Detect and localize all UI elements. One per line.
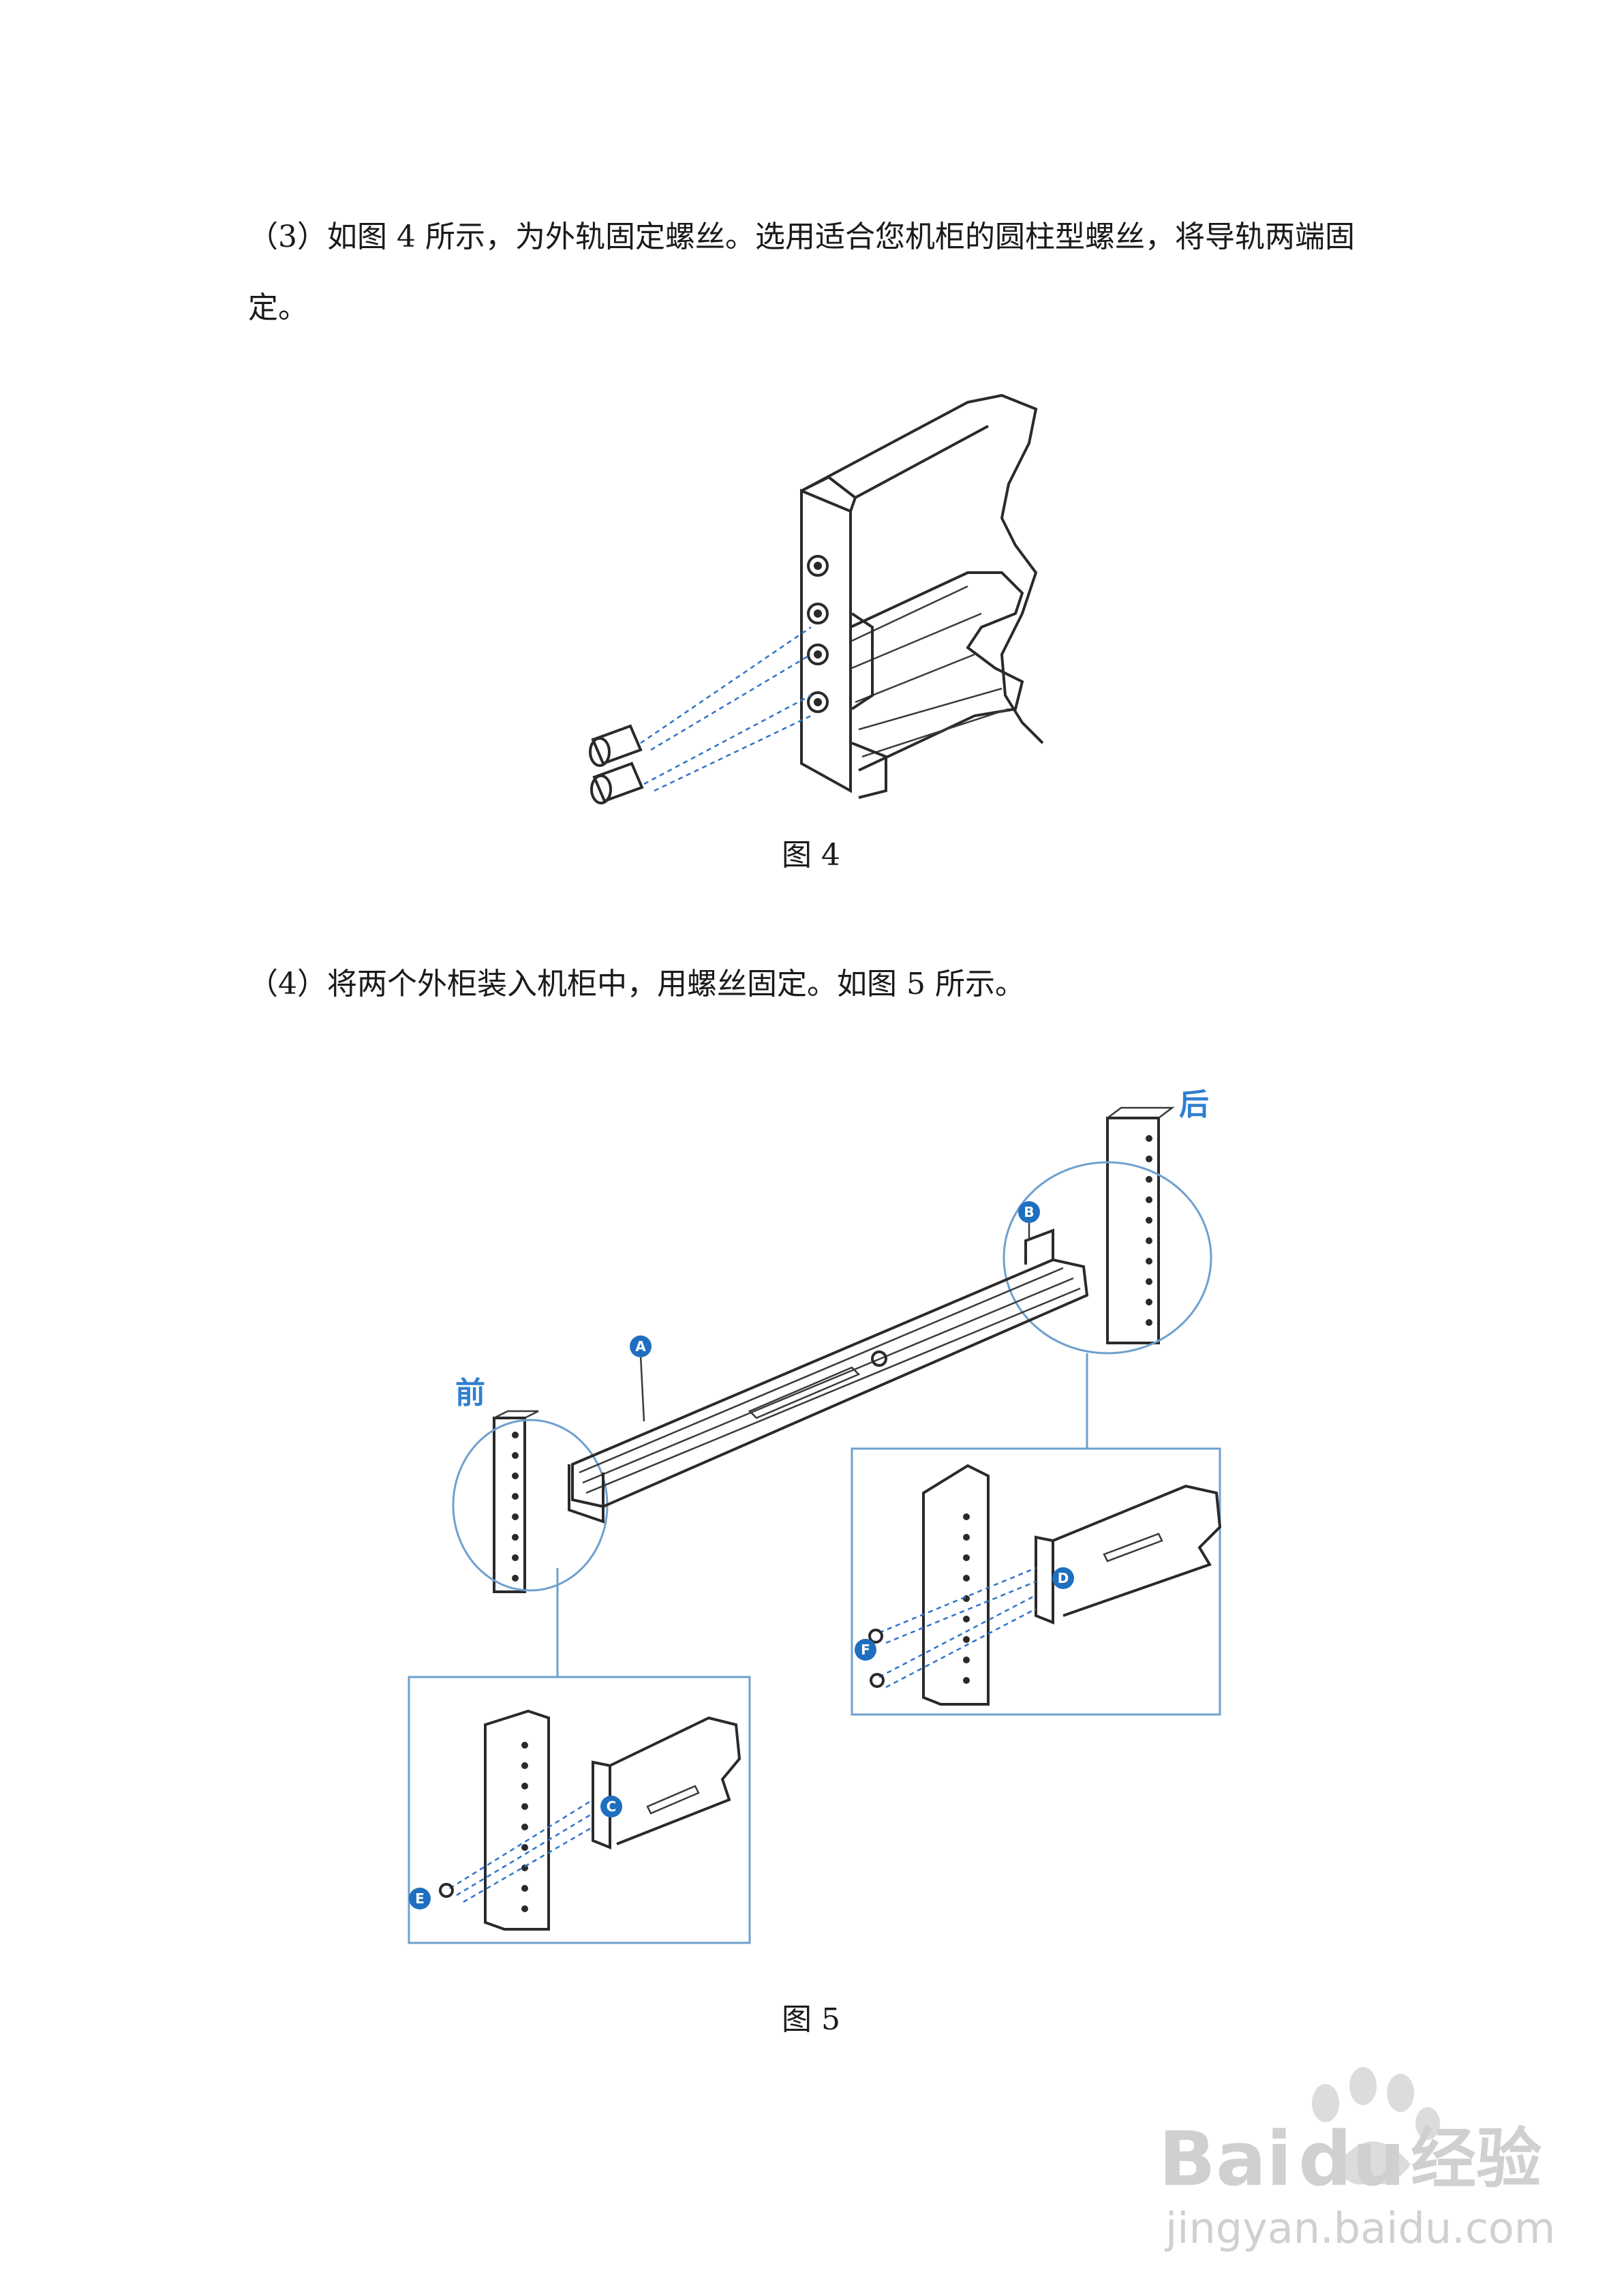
svg-text:jingyan.baidu.com: jingyan.baidu.com [1164, 2203, 1555, 2253]
back-post-holes [1146, 1135, 1152, 1326]
back-detail-inset [851, 1447, 1221, 1716]
svg-text:du: du [1298, 2115, 1405, 2203]
front-post-holes [512, 1432, 519, 1582]
svg-text:F: F [861, 1642, 870, 1658]
inset-post-holes-front [521, 1742, 528, 1912]
svg-text:经验: 经验 [1411, 2121, 1542, 2197]
svg-text:E: E [415, 1890, 425, 1907]
svg-text:D: D [1058, 1570, 1069, 1586]
callout-f-badge: F [855, 1639, 876, 1661]
panel-holes [807, 555, 829, 713]
front-label: 前 [455, 1376, 485, 1410]
callout-a-badge: A [630, 1335, 652, 1357]
svg-text:A: A [635, 1338, 646, 1355]
screw-icon [590, 761, 644, 804]
front-detail-inset [408, 1676, 751, 1944]
callout-b-badge: B [1018, 1201, 1040, 1223]
step-3-paragraph: （3）如图 4 所示，为外轨固定螺丝。选用适合您机柜的圆柱型螺丝，将导轨两端固定… [248, 220, 1355, 325]
callout-c-badge: C [600, 1796, 622, 1817]
callout-e-badge: E [409, 1888, 431, 1909]
figure-5-caption: 图 5 [782, 2002, 840, 2037]
step-4-paragraph: （4）将两个外柜装入机柜中，用螺丝固定。如图 5 所示。 [248, 967, 1025, 1001]
figure-4-caption: 图 4 [782, 838, 840, 873]
svg-text:B: B [1024, 1204, 1034, 1220]
back-label: 后 [1179, 1087, 1209, 1122]
paw-logo-icon [1312, 2067, 1440, 2185]
callout-d-badge: D [1052, 1567, 1074, 1589]
svg-text:Bai: Bai [1159, 2115, 1292, 2203]
back-zoom-circle [1003, 1161, 1212, 1355]
svg-text:C: C [607, 1798, 617, 1815]
screw-icon [589, 724, 643, 767]
